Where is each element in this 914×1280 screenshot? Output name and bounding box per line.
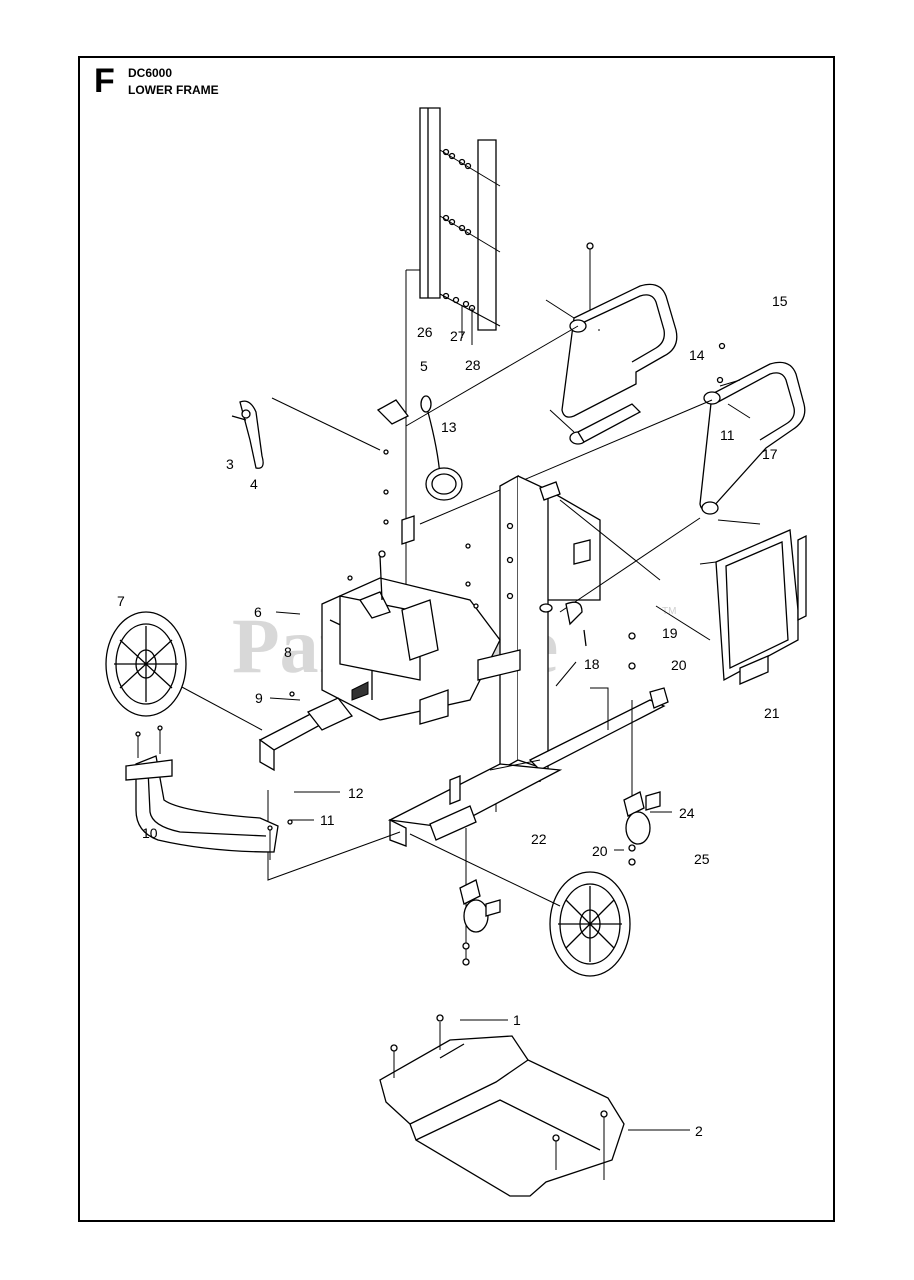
handle-upper — [545, 242, 678, 445]
watermark-trademark: TM — [662, 606, 676, 617]
handle-lower — [699, 342, 806, 525]
callout-17: 17 — [762, 446, 778, 462]
callout-26: 26 — [417, 324, 433, 340]
caster-right — [623, 632, 661, 866]
front-bumper — [125, 725, 293, 860]
wheel-right — [409, 833, 631, 977]
callout-12: 12 — [348, 785, 364, 801]
callout-20-b: 20 — [592, 843, 608, 859]
callout-1: 1 — [513, 1012, 521, 1028]
callout-7: 7 — [117, 593, 125, 609]
section-letter: F — [94, 62, 115, 100]
callout-4: 4 — [250, 476, 258, 492]
front-rail — [267, 759, 563, 960]
right-upright — [499, 474, 601, 772]
callout-24: 24 — [679, 805, 695, 821]
callout-8: 8 — [284, 644, 292, 660]
callout-19: 19 — [662, 625, 678, 641]
callout-3: 3 — [226, 456, 234, 472]
part-bracket-3-4 — [231, 400, 264, 469]
part-cable-13 — [376, 395, 463, 545]
caster-left — [459, 879, 501, 966]
callout-15: 15 — [772, 293, 788, 309]
callout-22: 22 — [531, 831, 547, 847]
callout-2: 2 — [695, 1123, 703, 1139]
callout-11-a: 11 — [720, 427, 735, 443]
skid-plate — [379, 1014, 625, 1197]
callout-21: 21 — [764, 705, 780, 721]
side-panel — [699, 529, 807, 685]
center-frame — [321, 543, 521, 725]
wheel-left — [105, 611, 187, 717]
section-title: LOWER FRAME — [128, 83, 219, 97]
callout-18: 18 — [584, 656, 600, 672]
left-axle — [179, 685, 354, 772]
rear-rail — [528, 687, 669, 782]
diagram-border — [78, 56, 835, 1222]
model-code: DC6000 — [128, 66, 173, 80]
callout-6: 6 — [254, 604, 262, 620]
mast-column — [405, 107, 501, 590]
callout-11-b: 11 — [320, 812, 335, 828]
callout-28: 28 — [465, 357, 481, 373]
callout-13: 13 — [441, 419, 457, 435]
callout-14: 14 — [689, 347, 705, 363]
callout-10: 10 — [142, 825, 158, 841]
callout-20-a: 20 — [671, 657, 687, 673]
callout-9: 9 — [255, 690, 263, 706]
callout-27: 27 — [450, 328, 466, 344]
callout-5: 5 — [420, 358, 428, 374]
callout-25: 25 — [694, 851, 710, 867]
